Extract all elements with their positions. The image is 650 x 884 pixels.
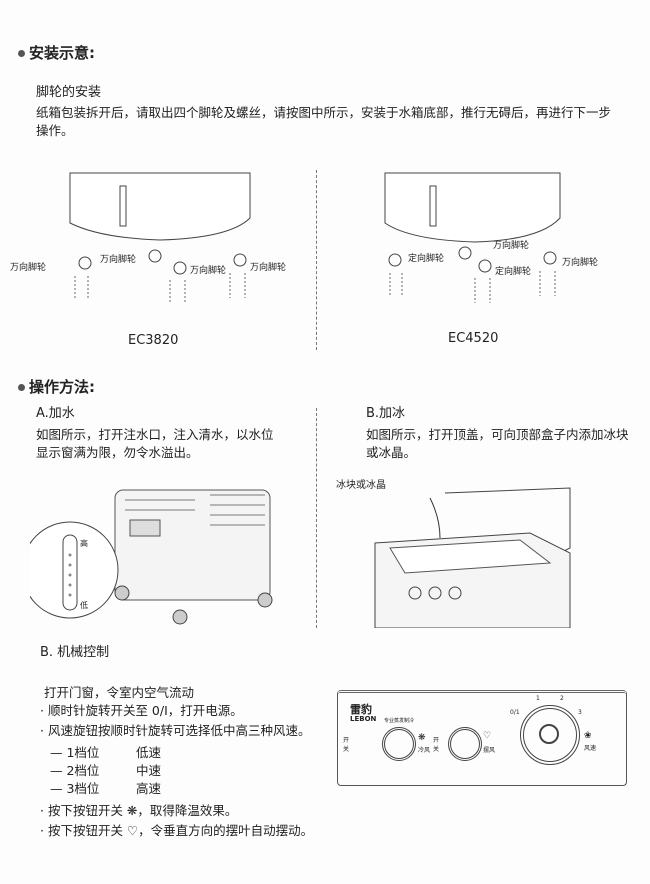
speed-gear: — 3档位	[50, 781, 100, 796]
control-line: 打开门窗，令室内空气流动	[44, 685, 195, 700]
control-note: · 按下按钮开关 ♡，令垂直方向的摆叶自动摆动。	[40, 823, 314, 838]
fan-icon: ❀	[584, 731, 592, 741]
level-high: 高	[80, 539, 88, 548]
ice-body: 如图所示，打开顶盖，可向顶部盒子内添加冰块或冰晶。	[366, 427, 629, 460]
ice-title: B.加冰	[366, 406, 406, 421]
control-panel: 雷豹 LEBON 专业蒸发制冷 开关 ❋ 冷风 开关 ♡ 摆风 0/1 1 2 …	[337, 690, 627, 786]
dial-mark: 0/1	[510, 709, 520, 716]
speed-value: 低速	[136, 745, 162, 760]
install-body: 纸箱包装拆开后，请取出四个脚轮及螺丝，请按图中所示，安装于水箱底部，推行无碍后，…	[36, 105, 612, 138]
dial-mark: 1	[536, 695, 540, 702]
caster-label: 万向脚轮	[562, 258, 599, 268]
swing-label: 摆风	[483, 747, 496, 754]
speed-row: — 2档位 中速	[50, 762, 161, 780]
brand-logo: 雷豹	[350, 703, 372, 716]
control-title: B. 机械控制	[40, 645, 110, 660]
ice-fill-diagram	[374, 487, 571, 628]
caster-label: 万向脚轮	[10, 263, 47, 273]
snowflake-icon: ❋	[418, 733, 426, 743]
model-ec3820: EC3820	[128, 333, 179, 348]
caster-label: 定向脚轮	[495, 267, 532, 277]
caster-label: 定向脚轮	[408, 254, 445, 264]
speed-value: 中速	[136, 763, 162, 778]
speed-gear: — 2档位	[50, 763, 100, 778]
fan-label: 风速	[584, 745, 597, 752]
control-note: · 按下按钮开关 ❋，取得降温效果。	[40, 803, 238, 818]
operation-heading: 操作方法:	[18, 376, 95, 397]
fan-speed-knob[interactable]	[520, 705, 580, 765]
divider	[316, 170, 317, 350]
switch-label: 开关	[343, 737, 350, 753]
swing-icon: ♡	[483, 731, 492, 741]
cool-button[interactable]	[382, 727, 416, 761]
ec4520-diagram	[384, 172, 561, 303]
speed-row: — 3档位 高速	[50, 780, 161, 798]
water-fill-diagram	[30, 489, 273, 625]
water-title: A.加水	[36, 406, 75, 421]
cool-label: 冷风	[418, 747, 431, 754]
speed-value: 高速	[136, 781, 162, 796]
level-low: 低	[80, 601, 88, 610]
heading-text: 操作方法:	[29, 378, 95, 396]
dial-mark: 3	[578, 709, 582, 716]
heading-text: 安装示意:	[29, 44, 95, 62]
divider	[316, 408, 317, 628]
brand-en: LEBON	[350, 715, 377, 723]
caster-label: 万向脚轮	[190, 266, 227, 276]
control-line: · 风速旋钮按顺时针旋转可选择低中高三种风速。	[40, 723, 311, 738]
speed-row: — 1档位 低速	[50, 744, 161, 762]
install-heading: 安装示意:	[18, 42, 95, 63]
control-line: · 顺时针旋转开关至 0/I，打开电源。	[40, 703, 243, 718]
dial-mark: 2	[560, 695, 564, 702]
caster-label: 万向脚轮	[493, 241, 530, 251]
speed-gear: — 1档位	[50, 745, 100, 760]
caster-label: 万向脚轮	[250, 263, 287, 273]
tagline: 专业蒸发制冷	[384, 718, 415, 724]
install-subheading: 脚轮的安装	[36, 85, 102, 100]
ec3820-diagram	[69, 172, 251, 303]
ice-callout: 冰块或冰晶	[336, 480, 386, 491]
water-body: 如图所示，打开注水口，注入清水，以水位显示窗满为限，勿令水溢出。	[36, 427, 274, 460]
caster-label: 万向脚轮	[100, 255, 137, 265]
swing-button[interactable]	[448, 727, 482, 761]
switch-label: 开关	[433, 737, 440, 753]
model-ec4520: EC4520	[448, 331, 499, 346]
